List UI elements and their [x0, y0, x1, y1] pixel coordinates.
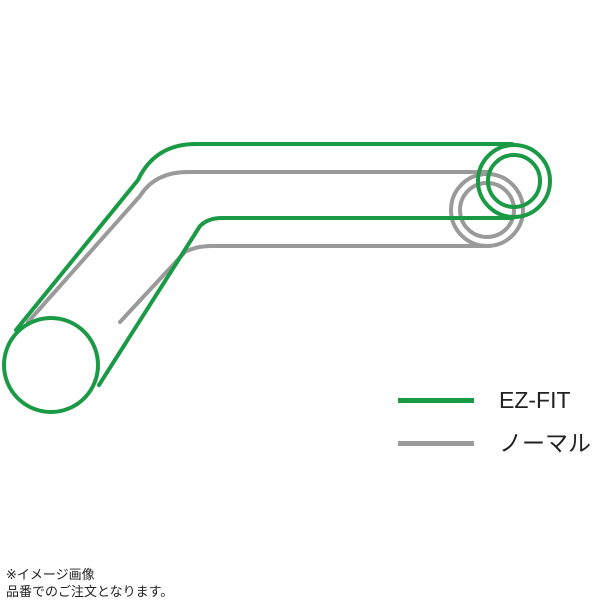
note-image-disclaimer: ※イメージ画像	[6, 567, 95, 582]
normal-bar-bottom-edge	[118, 244, 492, 324]
legend-swatch-normal	[398, 441, 474, 446]
legend-swatch-ezfit	[398, 398, 474, 403]
normal-bar-outline	[26, 170, 525, 324]
note-order-info: 品番でのご注文となります。	[6, 584, 174, 599]
legend-item-ezfit: EZ-FIT	[398, 385, 598, 415]
legend-label-normal: ノーマル	[499, 430, 591, 456]
ezfit-bar-outline	[2, 142, 552, 414]
legend-label-ezfit: EZ-FIT	[499, 387, 571, 413]
normal-bar-end-inner	[458, 181, 516, 239]
ezfit-bar-end-large-outer	[2, 316, 100, 414]
ezfit-bar-end-small-outer	[476, 143, 552, 219]
ezfit-bar-top-edge	[14, 142, 514, 332]
ezfit-bar-bottom-edge	[97, 216, 514, 387]
normal-bar-top-edge	[26, 170, 492, 324]
ezfit-bar-end-small-inner	[486, 153, 542, 209]
image-notes: ※イメージ画像 品番でのご注文となります。	[6, 566, 173, 600]
legend-item-normal: ノーマル	[398, 428, 598, 458]
